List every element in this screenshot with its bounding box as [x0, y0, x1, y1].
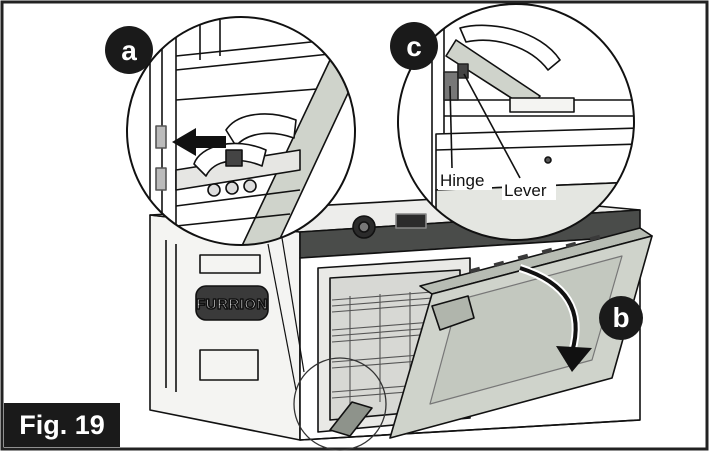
door-vents	[469, 234, 601, 274]
brand-plate	[195, 285, 269, 321]
step-b-label: b	[612, 302, 629, 333]
step-c-badge	[390, 22, 438, 70]
lever-callout: Lever	[504, 181, 547, 200]
step-c-label: c	[406, 31, 422, 62]
lever-leader	[463, 73, 521, 179]
release-arrow	[172, 128, 226, 156]
step-a-badge	[105, 26, 153, 74]
step-b-badge	[599, 296, 643, 340]
step-a-label: a	[121, 35, 137, 66]
magnifier-a	[126, 16, 356, 246]
hinge-leader	[449, 85, 453, 169]
figure-label: Fig. 19	[4, 403, 120, 447]
door-rotation-arrow	[518, 264, 592, 372]
door-handle[interactable]	[431, 295, 475, 331]
hinge-callout: Hinge	[440, 171, 484, 190]
leader-line-a	[267, 243, 297, 391]
oven-door[interactable]	[329, 227, 653, 439]
brand-name: FURRION	[196, 296, 268, 313]
hinge-detail-ring	[293, 357, 387, 451]
